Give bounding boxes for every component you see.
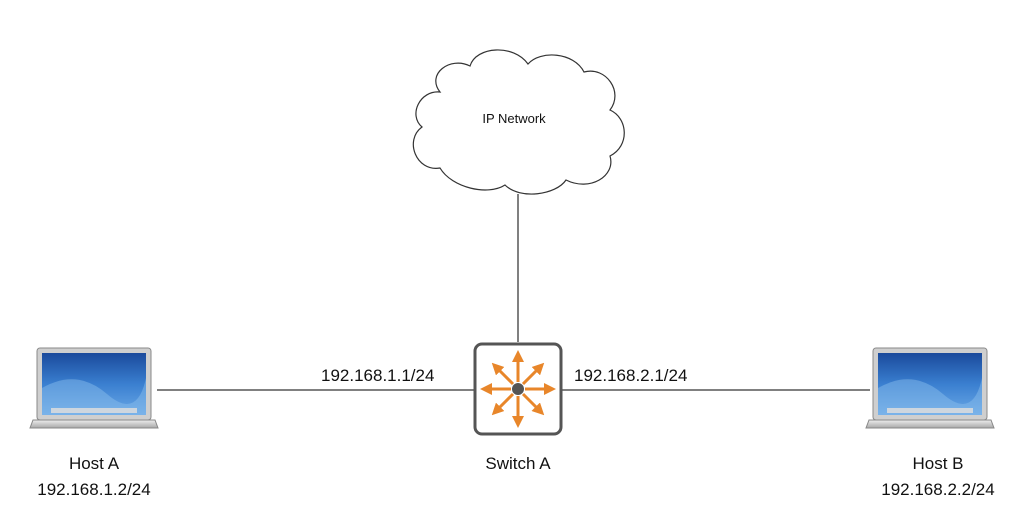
host-b-name: Host B [912,454,964,473]
switch-name: Switch A [485,454,551,473]
switch-left-interface-ip: 192.168.1.1/24 [321,366,435,385]
host-b-ip: 192.168.2.2/24 [881,480,995,499]
switch-right-interface-ip: 192.168.2.1/24 [574,366,688,385]
host-b-laptop-icon [865,347,995,429]
host-a-laptop-icon [29,347,159,429]
cloud-label: IP Network [482,111,546,126]
switch-icon [473,342,563,436]
host-a-ip: 192.168.1.2/24 [37,480,151,499]
cloud-icon [412,49,625,195]
host-a-name: Host A [68,454,120,473]
